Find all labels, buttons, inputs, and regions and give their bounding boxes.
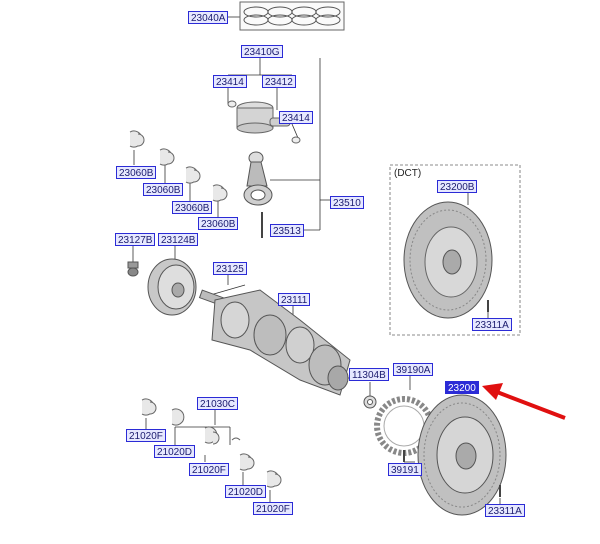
callout-23412[interactable]: 23412 [262,75,296,88]
leader-lines [132,16,501,505]
callout-23311a-lower[interactable]: 23311A [485,504,525,517]
crankshaft [198,289,351,396]
callout-39190a[interactable]: 39190A [393,363,434,376]
dct-label: (DCT) [394,168,422,179]
piston-rings [239,1,345,31]
callout-23510[interactable]: 23510 [330,196,364,209]
dct-box [389,164,521,336]
callout-23125[interactable]: 23125 [213,262,247,275]
callout-21030c[interactable]: 21030C [197,397,239,410]
callout-23200-selected[interactable]: 23200 [445,381,479,394]
damper-pulley [127,258,197,316]
callout-23200b[interactable]: 23200B [437,180,478,193]
callout-21020f-3[interactable]: 21020F [253,502,293,515]
callout-23410g[interactable]: 23410G [241,45,283,58]
callout-23127b[interactable]: 23127B [115,233,156,246]
callout-23060b-2[interactable]: 23060B [143,183,184,196]
callout-21020f-1[interactable]: 21020F [126,429,166,442]
callout-23311a-dct[interactable]: 23311A [472,318,512,331]
callout-21020d-2[interactable]: 21020D [225,485,267,498]
callout-23040a[interactable]: 23040A [188,11,229,24]
callout-21020f-2[interactable]: 21020F [189,463,229,476]
callout-23111[interactable]: 23111 [278,293,311,306]
callout-21020d-1[interactable]: 21020D [154,445,196,458]
callout-23060b-1[interactable]: 23060B [116,166,157,179]
callout-11304b[interactable]: 11304B [349,368,389,381]
connecting-rod [243,151,273,238]
bearing-shells-lower [141,398,282,488]
pilot-bearing [363,395,377,409]
callout-39191[interactable]: 39191 [388,463,422,476]
callout-23124b[interactable]: 23124B [158,233,199,246]
callout-23414-a[interactable]: 23414 [213,75,247,88]
callout-23513[interactable]: 23513 [270,224,304,237]
callout-23060b-4[interactable]: 23060B [198,217,239,230]
callout-23414-b[interactable]: 23414 [279,111,313,124]
red-pointer-arrow [482,383,566,420]
callout-23060b-3[interactable]: 23060B [172,201,213,214]
piston-assembly [227,100,301,144]
bearing-shells-upper [129,130,228,202]
flywheel-lower [417,394,507,516]
